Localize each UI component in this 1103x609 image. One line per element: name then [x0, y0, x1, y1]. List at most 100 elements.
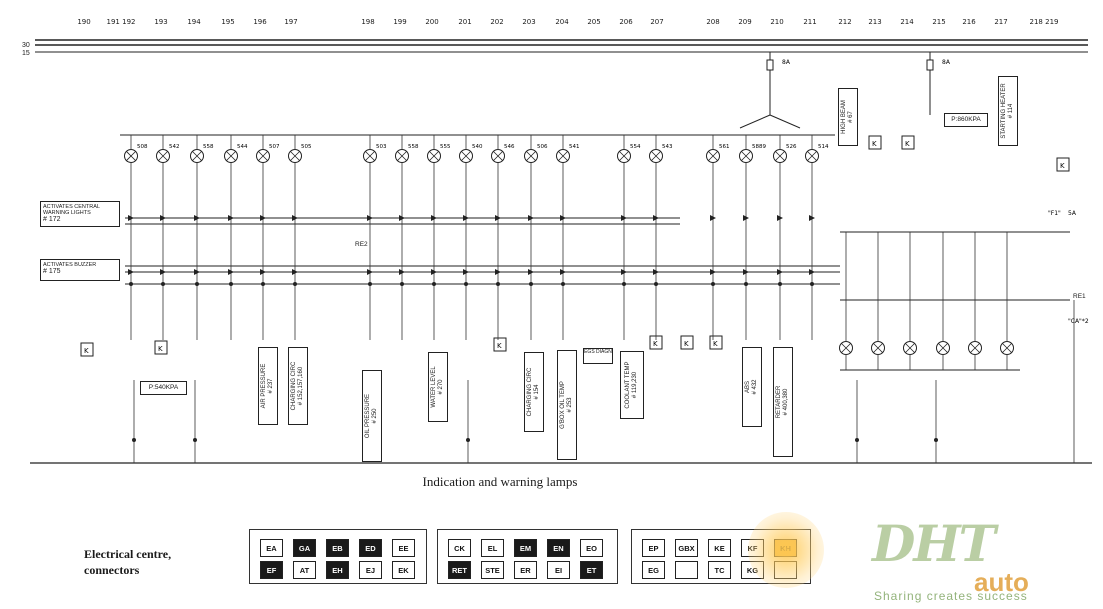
label-text: HIGH BEAM — [841, 100, 847, 134]
central-warning-box: ACTIVATES CENTRAL WARNING LIGHTS # 172 — [40, 201, 120, 227]
diode — [194, 215, 200, 221]
electrical-centre-title-line1: Electrical centre, — [84, 547, 172, 561]
label-box-abs: ABS# 432 — [742, 347, 762, 427]
connector-ed: ED — [359, 539, 382, 557]
lamp-number: 558 — [408, 144, 419, 150]
column-number: 204 — [555, 18, 569, 26]
label-ref: # 400,380 — [783, 388, 789, 416]
label-box-water-level: WATER LEVEL# 270 — [428, 352, 448, 422]
diode — [777, 269, 783, 275]
connector-el: EL — [481, 539, 504, 557]
column-number: 209 — [738, 18, 752, 26]
column-number: 208 — [706, 18, 720, 26]
lamp-number: 558 — [203, 144, 214, 150]
diode — [367, 215, 373, 221]
indicator-lamp: 506 — [524, 144, 548, 163]
connector-blank — [675, 561, 698, 579]
label-text: G'BOX OIL TEMP — [560, 381, 566, 429]
connector-er: ER — [514, 561, 537, 579]
column-number: 212 — [838, 18, 852, 26]
indicator-lamp: 555 — [427, 144, 451, 163]
label-box-charging-circ-2: CHARGING CIRC# 154 — [524, 352, 544, 432]
label-box-retarder: RETARDER# 400,380 — [773, 347, 793, 457]
label-ref: # 270 — [438, 379, 444, 395]
watermark-badge — [748, 512, 824, 588]
diode — [128, 215, 134, 221]
svg-text:K: K — [653, 340, 658, 348]
diode — [528, 269, 534, 275]
diode — [495, 215, 501, 221]
label-box-charging-circ-1: CHARGING CIRC# 152,157,160 — [288, 347, 308, 425]
f1-label: "F1" — [1048, 210, 1061, 217]
label-ref: # 250 — [372, 408, 378, 424]
label-ref: # 114 — [1008, 103, 1014, 119]
diode — [260, 215, 266, 221]
column-number: 202 — [490, 18, 504, 26]
watermark-slogan: Sharing creates success — [874, 589, 1028, 603]
label-ref: # 253 — [567, 397, 573, 413]
connector-ret: RET — [448, 561, 471, 579]
diode — [194, 269, 200, 275]
diode — [431, 215, 437, 221]
svg-text:K: K — [713, 340, 718, 348]
label-box-oil-pressure: OIL PRESSURE# 250 — [362, 370, 382, 462]
indicator-lamp: 508 — [124, 144, 148, 163]
svg-text:K: K — [1060, 162, 1065, 170]
diode — [160, 215, 166, 221]
column-number: 213 — [868, 18, 882, 26]
indicator-lamp: 546 — [491, 144, 515, 163]
svg-text:K: K — [497, 342, 502, 350]
connector-ej: EJ — [359, 561, 382, 579]
diagram-caption: Indication and warning lamps — [422, 474, 578, 489]
label-ref: # 67 — [848, 111, 854, 123]
label-box-coolant-temp: COOLANT TEMP# 119,230 — [620, 351, 644, 419]
diode — [128, 269, 134, 275]
indicator-lamp: 526 — [773, 144, 797, 163]
column-number: 216 — [962, 18, 976, 26]
label-ref: # 152,157,160 — [298, 366, 304, 406]
column-number: 200 — [425, 18, 439, 26]
indicator-lamp: 507 — [256, 144, 280, 163]
label-ref: # 154 — [534, 384, 540, 400]
indicator-lamp: 558 — [395, 144, 419, 163]
diode — [228, 269, 234, 275]
central-warning-ref: # 172 — [43, 216, 61, 223]
connector-ek: EK — [392, 561, 415, 579]
connector-en: EN — [547, 539, 570, 557]
lamp-number: 543 — [662, 144, 673, 150]
column-number: 218 219 — [1029, 18, 1059, 26]
connector-et: ET — [580, 561, 603, 579]
connector-at: AT — [293, 561, 316, 579]
relay-k-box: K — [868, 135, 882, 150]
fuse-8a-label-2: 8A — [942, 59, 951, 66]
diode — [463, 215, 469, 221]
column-number: 194 — [187, 18, 201, 26]
diode — [399, 269, 405, 275]
buzzer-box: ACTIVATES BUZZER # 175 — [40, 259, 120, 281]
label-text: AIR PRESSURE — [261, 363, 267, 409]
svg-text:K: K — [158, 345, 163, 353]
indicator-lamp — [936, 341, 950, 355]
connector-ee: EE — [392, 539, 415, 557]
diode — [228, 215, 234, 221]
label-box-high-beam: HIGH BEAM# 67 — [838, 88, 858, 146]
lamp-number: 546 — [504, 144, 515, 150]
electrical-centre-title: Electrical centre, connectors — [84, 546, 171, 578]
column-number: 214 — [900, 18, 914, 26]
label-text: CHARGING CIRC — [527, 367, 533, 417]
diode — [367, 269, 373, 275]
relay-k-box: K — [901, 135, 915, 150]
svg-text:K: K — [872, 140, 877, 148]
column-number: 197 — [284, 18, 298, 26]
column-number: 207 — [650, 18, 664, 26]
diode — [292, 215, 298, 221]
pressure-switch-860: P:860KPA — [944, 113, 988, 127]
lamp-number: 506 — [537, 144, 548, 150]
diode — [260, 269, 266, 275]
ca2-label: "CA"*2 — [1068, 318, 1089, 325]
diode — [809, 269, 815, 275]
diode — [528, 215, 534, 221]
connector-ga: GA — [293, 539, 316, 557]
